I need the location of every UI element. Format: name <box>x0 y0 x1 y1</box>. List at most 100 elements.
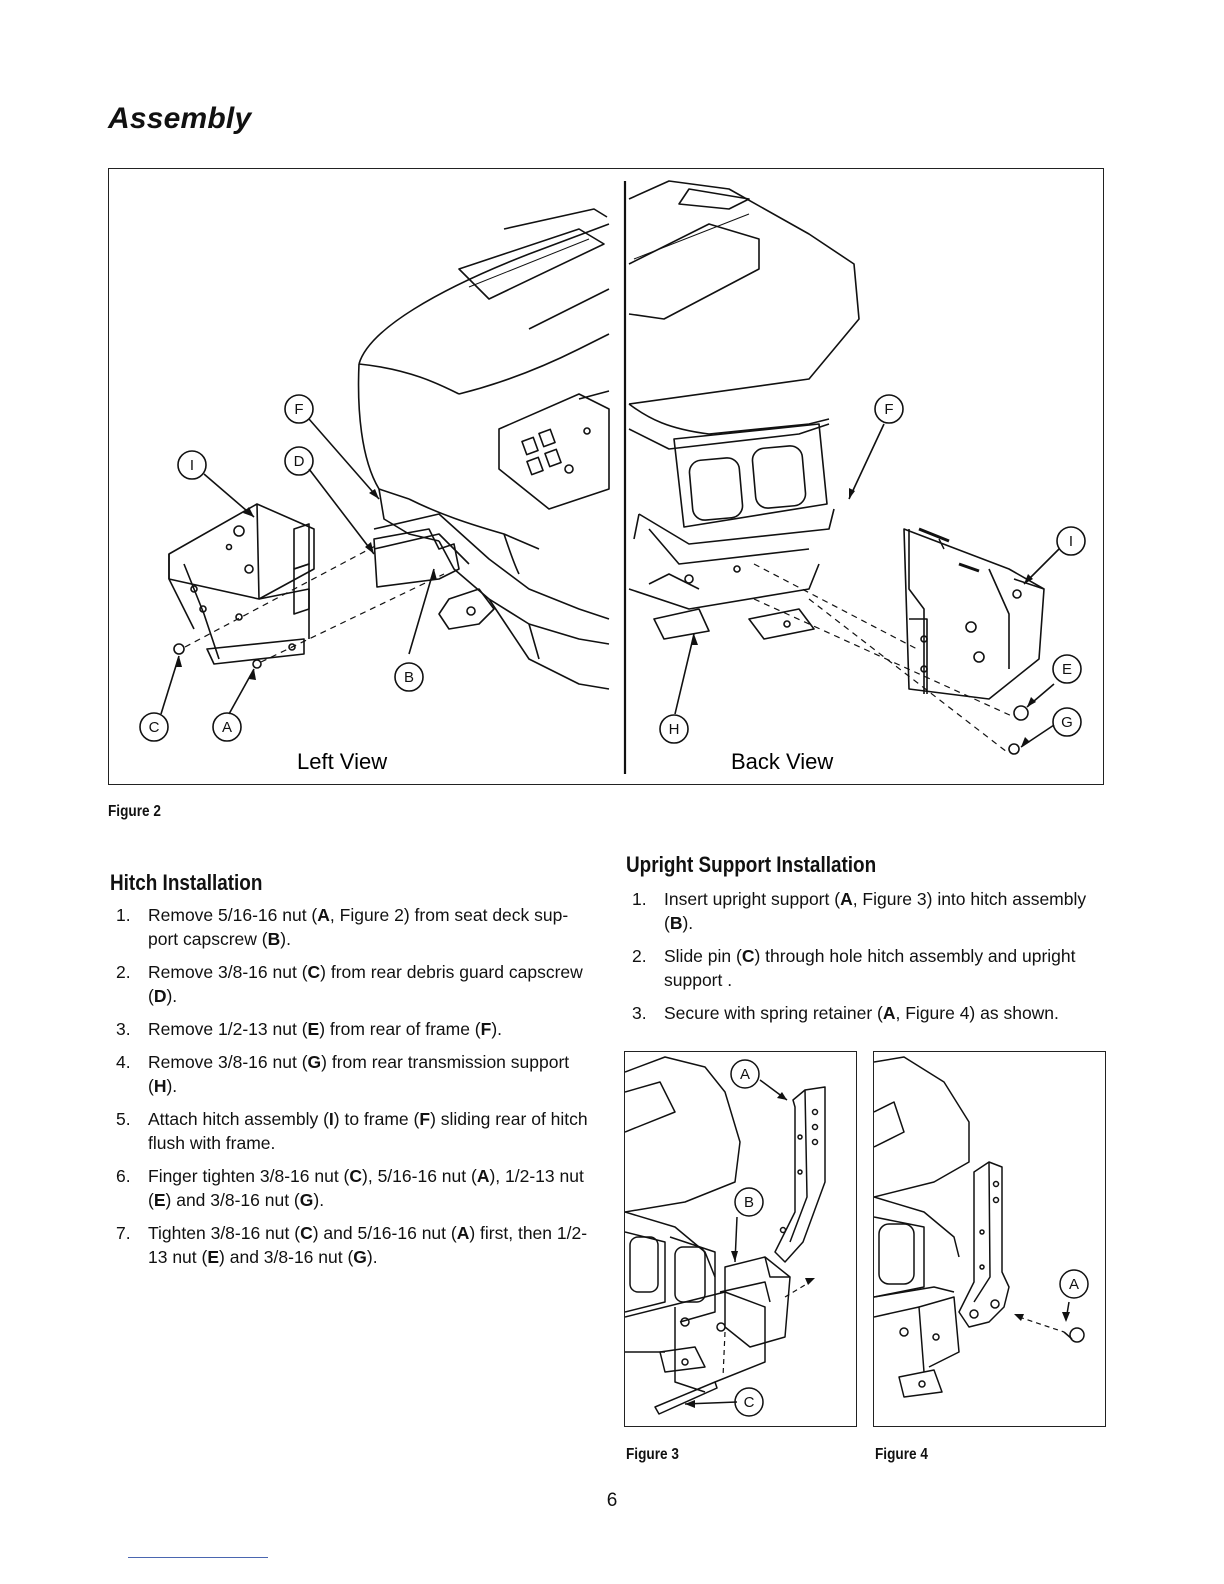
part-reference: D <box>153 986 167 1006</box>
step-text: Tighten 3/8-16 nut ( <box>148 1223 301 1243</box>
step-number: 1. <box>632 889 647 909</box>
step-text: Slide pin ( <box>664 946 742 966</box>
step-text: ). <box>682 913 694 933</box>
step-text: ) and 3/8-16 nut ( <box>219 1247 354 1267</box>
step-text: , Figure 3) into hitch assembly ( <box>664 889 1087 933</box>
step-number: 4. <box>116 1052 131 1072</box>
step-text: ) and 5/16-16 nut ( <box>312 1223 457 1243</box>
figure-3: A B C <box>624 1051 857 1427</box>
fig2-callout-c: C <box>149 719 160 736</box>
fig2-back-callout-i: I <box>1069 533 1073 550</box>
part-reference: F <box>419 1109 431 1129</box>
part-reference: C <box>349 1166 363 1186</box>
figure-4-illustration: A <box>873 1056 1089 1398</box>
step-item: 4. Remove 3/8-16 nut (G) from rear transm… <box>116 1050 594 1098</box>
fig2-back-callout-f: F <box>884 401 893 418</box>
step-text: Remove 3/8-16 nut ( <box>148 1052 308 1072</box>
figure-4: A <box>873 1051 1106 1427</box>
part-reference: A <box>317 905 330 925</box>
step-item: 7. Tighten 3/8-16 nut (C) and 5/16-16 nut… <box>116 1221 594 1269</box>
upright-steps: 1.Insert upright support (A, Figure 3) i… <box>632 887 1094 1034</box>
page-number: 6 <box>606 1490 618 1511</box>
hitch-steps: 1.Remove 5/16-16 nut (A, Figure 2) from … <box>116 903 594 1278</box>
part-reference: B <box>267 929 281 949</box>
step-number: 7. <box>116 1223 131 1243</box>
step-text: ) from rear debris guard capscrew ( <box>148 962 583 1006</box>
part-reference: E <box>207 1247 220 1267</box>
fig2-callout-d: D <box>294 453 305 470</box>
fig2-callout-b: B <box>404 669 414 686</box>
part-reference: A <box>476 1166 490 1186</box>
step-text: ). <box>166 1076 178 1096</box>
fig3-callout-a: A <box>740 1066 750 1083</box>
figure-4-caption: Figure 4 <box>875 1446 928 1463</box>
step-text: Secure with spring retainer ( <box>664 1003 883 1023</box>
step-text: Insert upright support ( <box>664 889 841 909</box>
fig3-callout-b: B <box>744 1194 754 1211</box>
hitch-installation-title: Hitch Installation <box>110 870 263 895</box>
step-text: , Figure 2) from seat deck sup-port caps… <box>148 905 569 949</box>
figure-3-caption: Figure 3 <box>626 1446 679 1463</box>
fig2-back-callout-g: G <box>1061 714 1073 731</box>
part-reference: G <box>307 1052 322 1072</box>
step-number: 3. <box>116 1019 131 1039</box>
step-number: 5. <box>116 1109 131 1129</box>
step-text: ). <box>166 986 178 1006</box>
hitch-installation-section: Hitch Installation <box>110 870 590 896</box>
part-reference: G <box>299 1190 314 1210</box>
step-item: 3.Secure with spring retainer (A, Figure… <box>632 1001 1094 1025</box>
part-reference: E <box>153 1190 166 1210</box>
part-reference: I <box>328 1109 334 1129</box>
step-text: Remove 3/8-16 nut ( <box>148 962 308 982</box>
step-item: 1. Insert upright support (A, Figure 3) i… <box>632 887 1094 935</box>
step-number: 3. <box>632 1003 647 1023</box>
step-text: ) and 3/8-16 nut ( <box>165 1190 300 1210</box>
part-reference: A <box>456 1223 470 1243</box>
fig2-back-callout-h: H <box>669 721 680 738</box>
step-text: ). <box>280 929 291 949</box>
step-text: ) from rear of frame ( <box>319 1019 481 1039</box>
step-item: 3. Remove 1/2-13 nut (E) from rear of fra… <box>116 1017 594 1041</box>
step-number: 6. <box>116 1166 131 1186</box>
fig2-back-callout-e: E <box>1062 661 1072 678</box>
step-text: ) to frame ( <box>333 1109 420 1129</box>
step-text: ). <box>366 1247 378 1267</box>
fig3-callout-c: C <box>744 1394 755 1411</box>
step-text: Remove 1/2-13 nut ( <box>148 1019 308 1039</box>
part-reference: F <box>480 1019 492 1039</box>
figure-3-illustration: A B C <box>624 1056 826 1417</box>
upright-support-title: Upright Support Installation <box>626 852 877 877</box>
part-reference: B <box>669 913 683 933</box>
step-text: ) through hole hitch assembly and uprigh… <box>664 946 1076 990</box>
part-reference: E <box>307 1019 320 1039</box>
step-item: 1.Remove 5/16-16 nut (A, Figure 2) from … <box>116 903 594 951</box>
part-reference: A <box>882 1003 896 1023</box>
footer-rule <box>128 1557 268 1558</box>
upright-support-section: Upright Support Installation <box>626 852 1096 878</box>
part-reference: G <box>353 1247 367 1267</box>
step-number: 1. <box>116 905 131 925</box>
left-view-label: Left View <box>297 749 387 774</box>
step-text: ), 5/16-16 nut ( <box>362 1166 477 1186</box>
figure-2-illustration: F I D B C A F I E G H Left View Back Vie… <box>139 180 1086 774</box>
step-item: 2.Remove 3/8-16 nut (C) from rear debris… <box>116 960 594 1008</box>
step-text: ) from rear transmission support ( <box>148 1052 570 1096</box>
fig2-callout-i: I <box>190 457 194 474</box>
part-reference: A <box>840 889 853 909</box>
back-view-label: Back View <box>731 749 833 774</box>
step-item: 5. Attach hitch assembly (I) to frame (F)… <box>116 1107 594 1155</box>
fig2-callout-a: A <box>222 719 232 736</box>
step-text: Finger tighten 3/8-16 nut ( <box>148 1166 350 1186</box>
figure-2-caption: Figure 2 <box>108 803 161 820</box>
step-text: Attach hitch assembly ( <box>148 1109 329 1129</box>
step-item: 2.Slide pin (C) through hole hitch assem… <box>632 944 1094 992</box>
step-item: 6. Finger tighten 3/8-16 nut (C), 5/16-16… <box>116 1164 594 1212</box>
step-text: ) sliding rear of hitch flush with frame… <box>148 1109 588 1153</box>
part-reference: H <box>153 1076 167 1096</box>
step-text: ), 1/2-13 nut ( <box>148 1166 584 1210</box>
step-number: 2. <box>116 962 131 982</box>
step-text: ). <box>313 1190 325 1210</box>
part-reference: C <box>300 1223 313 1243</box>
step-number: 2. <box>632 946 647 966</box>
fig4-callout-a: A <box>1069 1276 1079 1293</box>
